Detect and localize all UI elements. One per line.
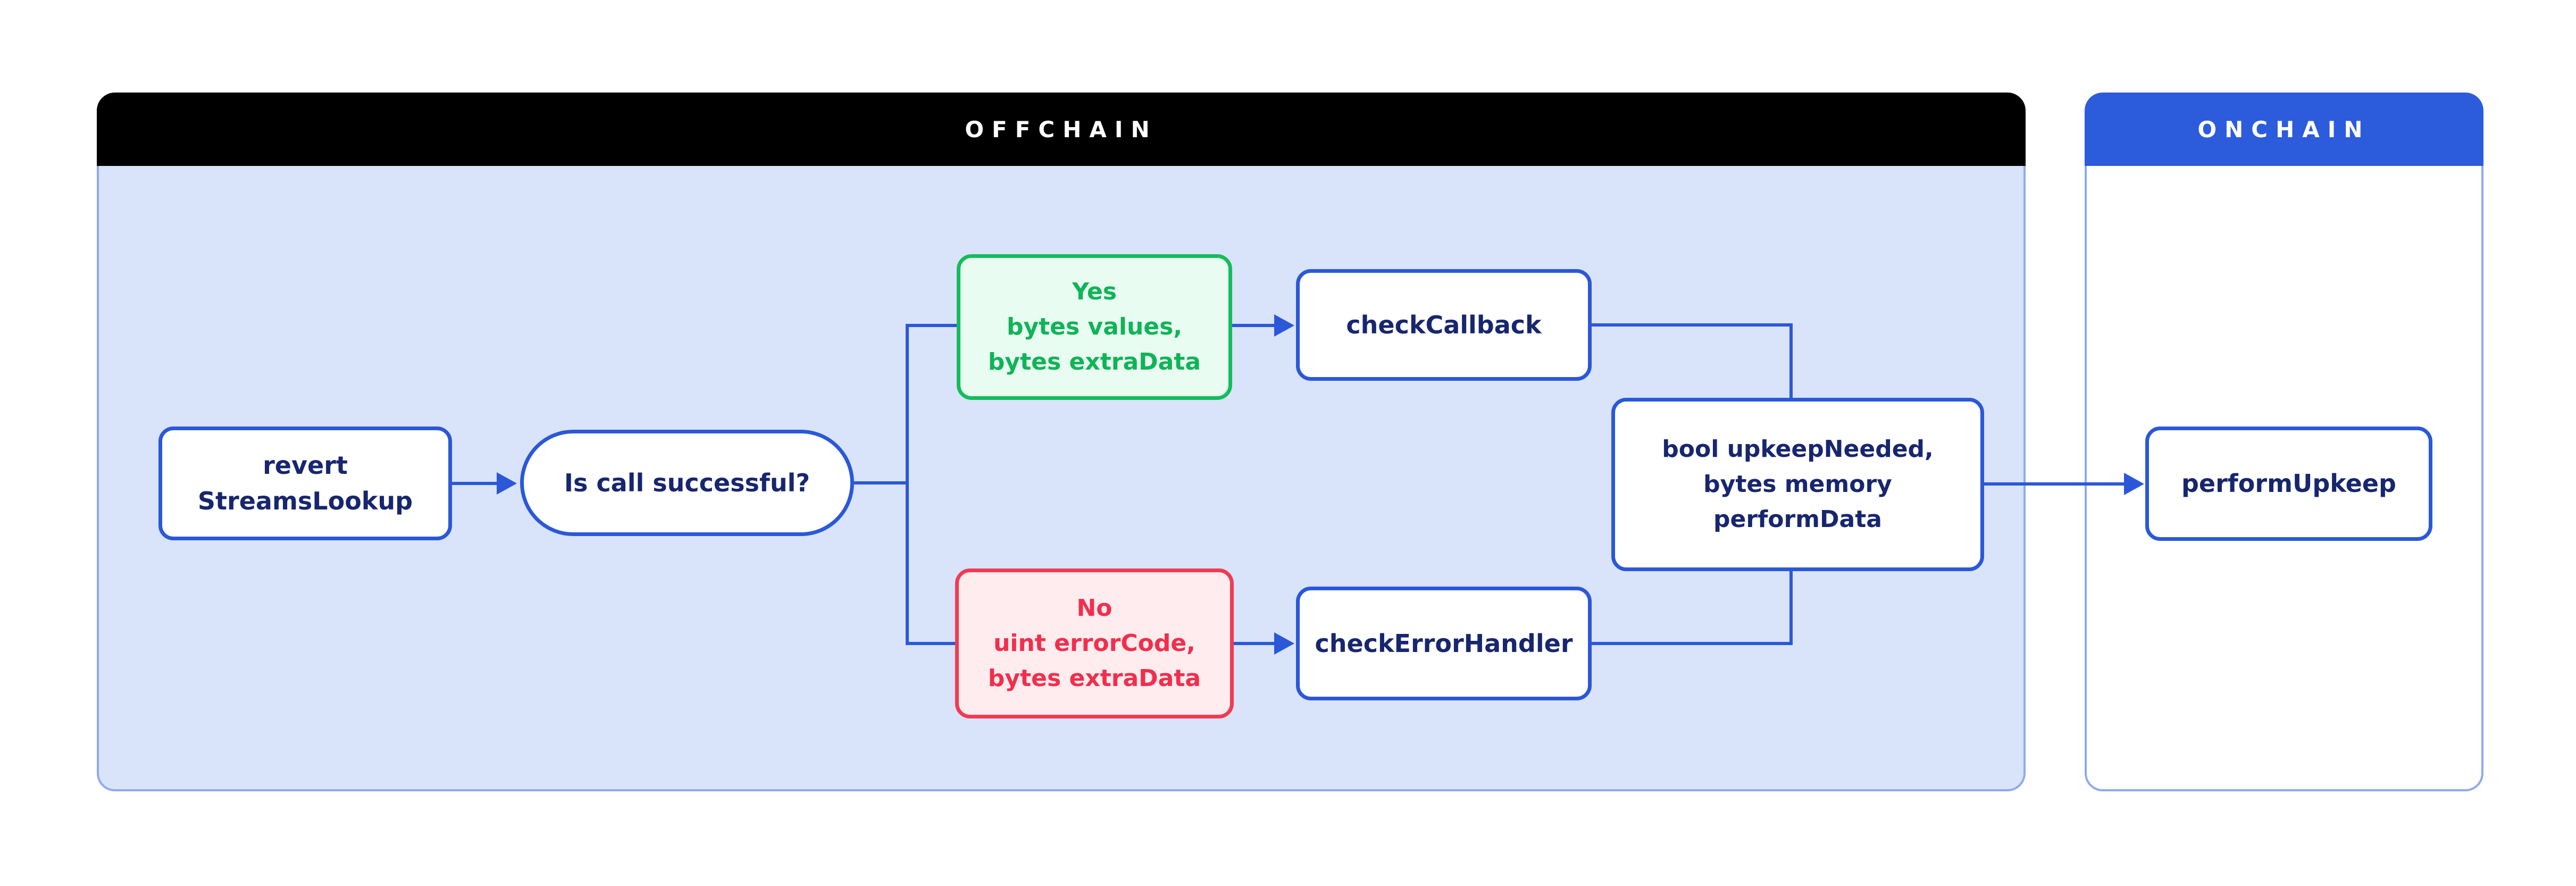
node-yes-branch: Yes bytes values, bytes extraData (957, 254, 1232, 400)
node-revert-line-1: revert (263, 451, 348, 480)
offchain-panel-header: OFFCHAIN (97, 93, 2026, 166)
onchain-panel-title: ONCHAIN (2197, 116, 2371, 143)
node-upkeep-line-3: performData (1713, 506, 1882, 533)
node-is-call-successful-label: Is call successful? (564, 468, 810, 497)
node-is-call-successful: Is call successful? (520, 430, 854, 536)
node-checkerrorhandler: checkErrorHandler (1296, 587, 1592, 700)
node-upkeep-line-2: bytes memory (1703, 471, 1892, 498)
node-revert-streamslookup: revert StreamsLookup (158, 427, 452, 540)
arrowhead-checkerrorhandler (1274, 632, 1294, 655)
node-checkerrorhandler-label: checkErrorHandler (1315, 629, 1573, 658)
node-yes-line-2: bytes values, (1006, 313, 1183, 340)
node-checkcallback: checkCallback (1296, 269, 1592, 381)
node-no-branch: No uint errorCode, bytes extraData (955, 569, 1234, 718)
node-no-line-3: bytes extraData (988, 665, 1201, 692)
node-yes-line-3: bytes extraData (988, 348, 1201, 375)
node-performupkeep-label: performUpkeep (2181, 469, 2396, 498)
arrowhead-question (497, 472, 517, 495)
offchain-panel-title: OFFCHAIN (965, 116, 1158, 143)
onchain-panel-header: ONCHAIN (2085, 93, 2483, 166)
node-checkcallback-label: checkCallback (1346, 310, 1542, 339)
node-performupkeep: performUpkeep (2145, 427, 2432, 541)
node-upkeep-line-1: bool upkeepNeeded, (1662, 436, 1934, 463)
node-no-line-2: uint errorCode, (993, 630, 1195, 657)
node-revert-line-2: StreamsLookup (197, 487, 413, 515)
node-upkeep-result: bool upkeepNeeded, bytes memory performD… (1611, 398, 1984, 571)
node-no-line-1: No (1076, 595, 1113, 622)
connector-checkerrorhandler-to-upkeep (1592, 570, 1793, 645)
arrowhead-checkcallback (1274, 314, 1294, 337)
connector-checkcallback-to-upkeep (1592, 323, 1793, 399)
node-yes-line-1: Yes (1072, 278, 1117, 305)
connector-branch-split (906, 324, 957, 645)
arrowhead-performupkeep (2124, 473, 2144, 495)
